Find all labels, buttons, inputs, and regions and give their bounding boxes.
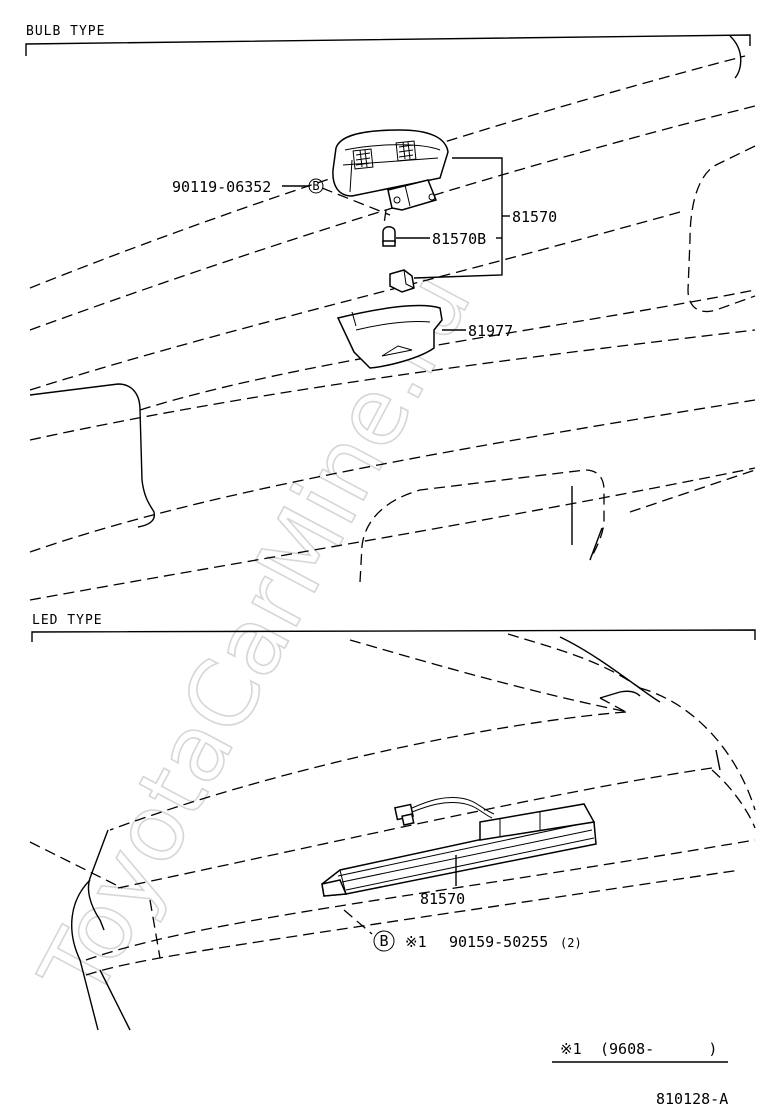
section-frame-led — [31, 629, 756, 642]
bulb-leaders — [282, 157, 510, 331]
bulb-icon — [382, 226, 396, 247]
label-lamp-assy-bulb: 81570 — [512, 208, 557, 226]
label-screw-quantity: (2) — [560, 936, 582, 950]
section-frame-bulb — [25, 34, 751, 56]
bulb-socket — [389, 269, 415, 293]
lamp-cover — [336, 304, 443, 369]
screw-ref-marker-led — [373, 930, 395, 952]
label-bulb-part-number: 81570B — [432, 230, 486, 248]
bolt-ref-letter-bulb: B — [312, 179, 319, 193]
section-title-bulb: BULB TYPE — [26, 24, 105, 39]
footnote-range: (9608- ) — [600, 1040, 717, 1058]
screw-note-mark: ※1 — [405, 933, 427, 951]
led-stop-lamp-bar — [321, 803, 597, 897]
label-bolt-part-number: 90119-06352 — [172, 178, 271, 196]
led-leaders — [343, 855, 457, 935]
label-screw-part-number: 90159-50255 — [449, 933, 548, 951]
footnote-mark: ※1 — [560, 1040, 582, 1058]
led-connector-harness — [394, 797, 495, 826]
screw-ref-letter-led: B — [379, 932, 388, 950]
label-lamp-assy-led: 81570 — [420, 890, 465, 908]
figure-code: 810128-A — [656, 1090, 728, 1108]
high-mount-stop-lamp-bulb — [332, 129, 449, 211]
label-cover-part-number: 81977 — [468, 322, 513, 340]
section-title-led: LED TYPE — [32, 613, 103, 628]
back-door-outline-led — [29, 633, 756, 1031]
bolt-ref-marker-bulb — [308, 178, 324, 194]
